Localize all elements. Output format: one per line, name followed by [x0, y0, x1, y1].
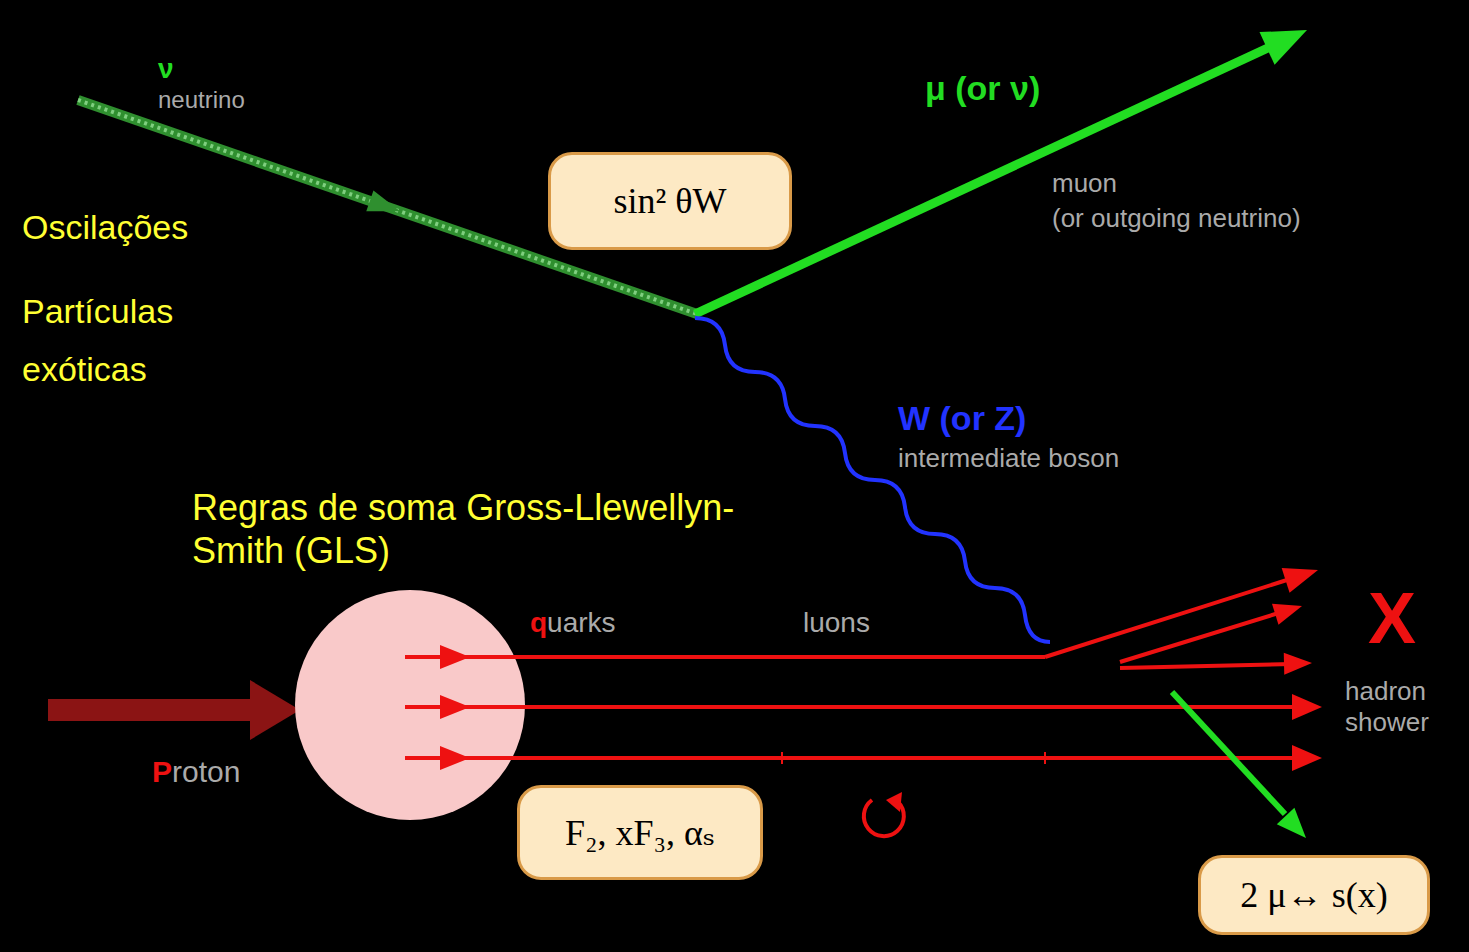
neutrino-arrowhead: [366, 190, 403, 221]
particle-name: (or outgoing neutrino): [1052, 203, 1301, 234]
boson-wave: [695, 318, 1050, 642]
particle-name: luons: [803, 606, 870, 640]
formula-box: F₂, xF₃, αₛ: [517, 785, 763, 880]
particle-name: quarks: [530, 606, 616, 640]
formula-text: F₂, xF₃, αₛ: [565, 812, 715, 854]
particle-symbol: ν: [158, 52, 174, 86]
formula-text: 2 μ↔ s(x): [1240, 874, 1387, 916]
formula-box: sin² θW: [548, 152, 792, 250]
proton-arrow-head: [250, 680, 300, 740]
muon-arrowhead: [1260, 14, 1315, 65]
particle-name: muon: [1052, 168, 1117, 199]
topic-text: Partículas exóticas: [22, 283, 248, 399]
sum-rule-note: Regras de soma Gross-Llewellyn-Smith (GL…: [192, 486, 772, 572]
formula-box: 2 μ↔ s(x): [1198, 855, 1430, 935]
topic-box: OscilaçõesPartículas exóticas: [0, 188, 258, 410]
particle-name: Proton: [152, 754, 240, 790]
formula-text: sin² θW: [613, 180, 726, 222]
particle-name: neutrino: [158, 86, 245, 115]
dimuon-arrowhead: [1277, 808, 1315, 846]
proton-arrow-shaft: [48, 699, 253, 721]
dimuon-line: [1172, 692, 1285, 814]
particle-symbol: μ (or ν): [925, 68, 1040, 109]
particle-name: hadron shower: [1345, 676, 1445, 738]
particle-name: intermediate boson: [898, 443, 1119, 474]
final-state-symbol: X: [1368, 575, 1416, 661]
quark-arrowheads: [440, 558, 1322, 771]
gluon-ticks: [782, 752, 1045, 764]
boson-name: W (or Z): [898, 398, 1026, 439]
loop-arrowhead: [886, 792, 902, 812]
quark-lines: [405, 579, 1300, 758]
topic-text: Oscilações: [22, 199, 248, 257]
